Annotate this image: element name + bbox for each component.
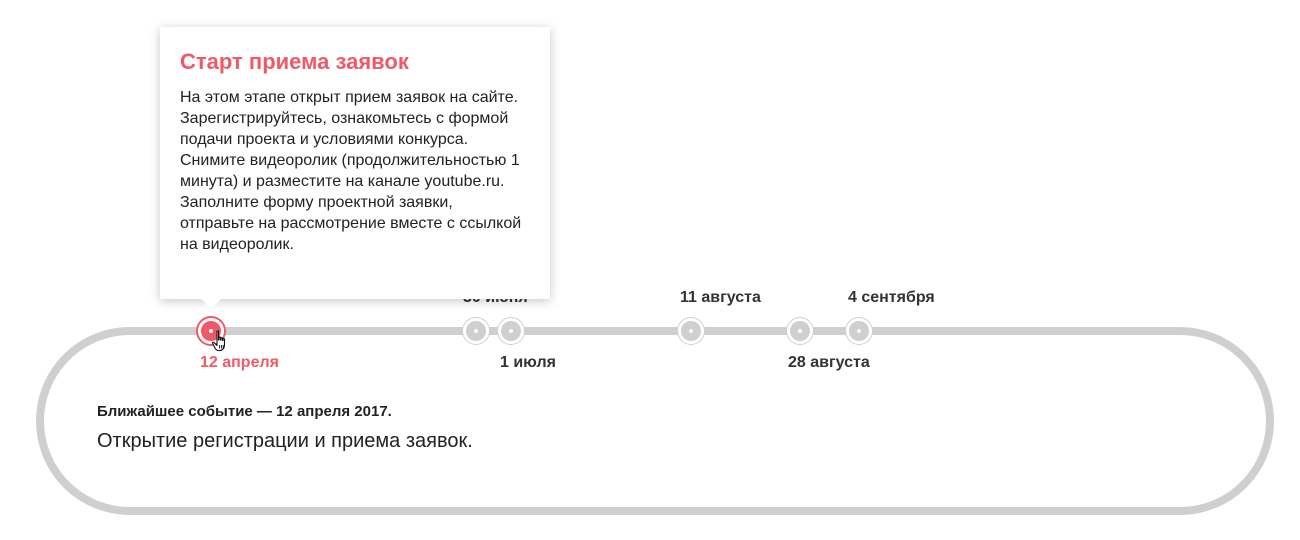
- event-date-apr12[interactable]: 12 апреля: [200, 354, 279, 371]
- tooltip-title: Старт приема заявок: [180, 49, 409, 74]
- event-date-jul1[interactable]: 1 июля: [500, 354, 556, 371]
- nearest-event-description: Открытие регистрации и приема заявок.: [97, 430, 473, 452]
- tooltip-body: На этом этапе открыт прием заявок на сай…: [180, 89, 522, 253]
- hand-pointer-icon: [212, 330, 226, 352]
- event-node-june30[interactable]: [463, 318, 489, 344]
- event-node-aug28[interactable]: [787, 318, 813, 344]
- event-date-sep4[interactable]: 4 сентября: [848, 289, 935, 306]
- timeline-dot-icon: [689, 329, 693, 333]
- event-node-jul1[interactable]: [498, 318, 524, 344]
- timeline-dot-icon: [857, 329, 861, 333]
- event-date-aug28[interactable]: 28 августа: [788, 354, 870, 371]
- event-node-sep4[interactable]: [846, 318, 872, 344]
- event-date-aug11[interactable]: 11 августа: [680, 289, 761, 306]
- timeline-dot-icon: [798, 329, 802, 333]
- event-tooltip: Старт приема заявок На этом этапе открыт…: [160, 27, 550, 309]
- timeline-dot-icon: [209, 329, 213, 333]
- event-node-aug11[interactable]: [678, 318, 704, 344]
- nearest-event-heading: Ближайшее событие — 12 апреля 2017.: [97, 403, 392, 420]
- timeline-dot-icon: [474, 329, 478, 333]
- timeline-dot-icon: [509, 329, 513, 333]
